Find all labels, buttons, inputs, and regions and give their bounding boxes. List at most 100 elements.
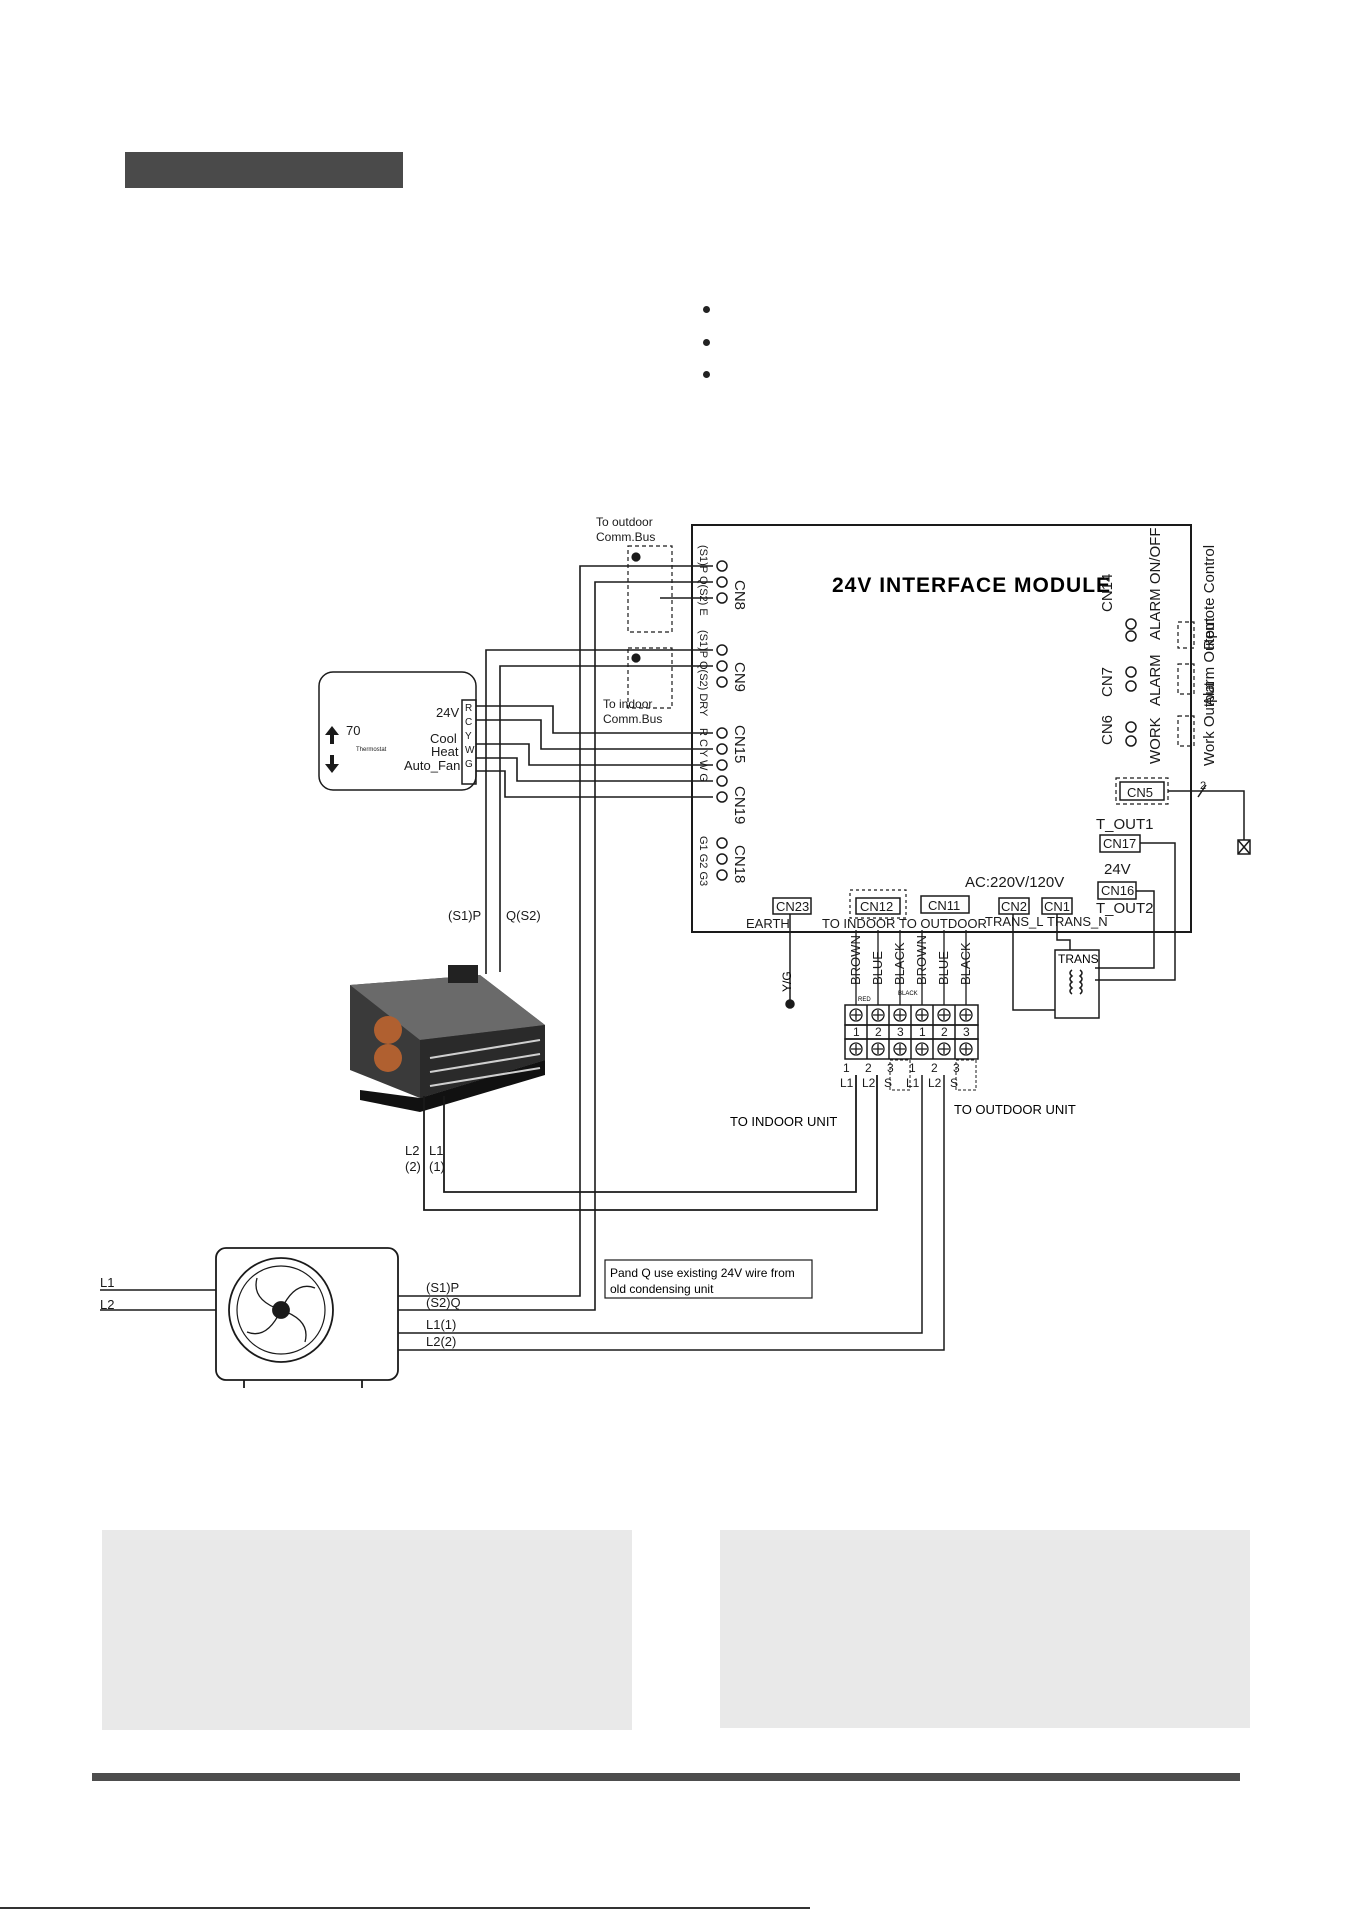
terminal-screw-cross-1-4: [939, 1044, 949, 1054]
thermostat-terminal-r: R: [465, 703, 472, 714]
sensor-icon: [1237, 839, 1251, 855]
bus-to-indoor-label-2: Comm.Bus: [603, 712, 662, 726]
alarm-output-label: Alarm Output: [1201, 617, 1218, 706]
terminal-bottom-name-4: L2: [928, 1076, 942, 1090]
note-line-1: Pand Q use existing 24V wire from: [610, 1266, 795, 1280]
terminal-screw-1-3: [915, 1042, 929, 1056]
transformer-box: [1054, 949, 1100, 1019]
terminal-screw-0-4: [937, 1008, 951, 1022]
terminal-number-0: 1: [853, 1025, 860, 1039]
indoor-l1-label: L1: [429, 1143, 443, 1158]
bullet-1: [703, 306, 710, 313]
cn19-label: CN19: [731, 786, 748, 824]
t-out1-label: T_OUT1: [1096, 816, 1154, 833]
terminal-screw-1-1: [871, 1042, 885, 1056]
terminal-bottom-num-3: 1: [909, 1061, 916, 1075]
indoor-bus-relay: [627, 647, 673, 709]
terminal-screw-cross-1-3: [917, 1044, 927, 1054]
outdoor-unit-image: [215, 1247, 399, 1388]
terminal-bottom-name-0: L1: [840, 1076, 854, 1090]
note-box: [604, 1259, 813, 1299]
terminal-bottom-name-1: L2: [862, 1076, 876, 1090]
terminal-screw-0-1: [871, 1008, 885, 1022]
t-out2-label: T_OUT2: [1096, 900, 1154, 917]
cn9-pins-label: (S1)P Q(S2) DRY: [697, 630, 709, 717]
cn16-label: CN16: [1101, 883, 1134, 898]
outdoor-terminal-0: (S1)P: [426, 1280, 459, 1295]
note-panel-right: [720, 1530, 1250, 1728]
terminal-screw-1-4: [937, 1042, 951, 1056]
bottom-rule: [0, 1907, 810, 1909]
cn12-label: CN12: [860, 899, 893, 914]
to-outdoor-label: TO OUTDOOR: [899, 916, 987, 931]
note-line-2: old condensing unit: [610, 1282, 714, 1296]
cn5-wire-count: 2: [1200, 780, 1206, 792]
earth-label: EARTH: [746, 916, 790, 931]
ac-voltage-label: AC:220V/120V: [965, 874, 1064, 891]
cn15-label: CN15: [731, 725, 748, 763]
terminal-screw-cross-0-3: [917, 1010, 927, 1020]
thermostat-value: 70: [346, 723, 360, 738]
terminal-tag-red: RED: [858, 997, 871, 1003]
terminal-screw-1-0: [849, 1042, 863, 1056]
terminal-screw-cross-0-1: [873, 1010, 883, 1020]
interface-module-board: [691, 524, 1192, 933]
thermostat-heat: Heat: [431, 744, 459, 759]
terminal-screw-cross-1-1: [873, 1044, 883, 1054]
cn2-box: [998, 897, 1030, 915]
terminal-number-2: 3: [897, 1025, 904, 1039]
terminal-screw-0-2: [893, 1008, 907, 1022]
terminal-screw-0-0: [849, 1008, 863, 1022]
earth-ground-icon: [785, 999, 795, 1009]
terminal-screw-1-2: [893, 1042, 907, 1056]
terminal-screw-cross-0-4: [939, 1010, 949, 1020]
thermostat-auto-fan: Auto_Fan: [404, 758, 460, 773]
thermostat-terminal-w: W: [465, 745, 475, 756]
outdoor-bus-relay: [627, 545, 673, 633]
to-outdoor-unit-label: TO OUTDOOR UNIT: [954, 1102, 1076, 1117]
alarm-onoff-label: ALARM ON/OFF: [1147, 527, 1164, 640]
bus-to-outdoor-label-2: Comm.Bus: [596, 530, 655, 544]
thermostat-terminal-c: C: [465, 717, 472, 728]
cn2-label: CN2: [1001, 899, 1027, 914]
terminal-bottom-num-1: 2: [865, 1061, 872, 1075]
terminal-screw-cross-0-2: [895, 1010, 905, 1020]
work-output-label: Work Output: [1201, 681, 1218, 766]
v24-label: 24V: [1104, 861, 1131, 878]
terminal-screw-cross-0-5: [961, 1010, 971, 1020]
terminal-number-3: 1: [919, 1025, 926, 1039]
cn6-label: CN6: [1099, 715, 1116, 745]
indoor-s1p-label: (S1)P: [448, 908, 481, 923]
thermostat-terminal-y: Y: [465, 731, 472, 742]
cn18-label: CN18: [731, 845, 748, 883]
cn18-pins-label: G1 G2 G3: [697, 836, 709, 886]
cn15-pins-label: R C Y W G: [697, 728, 709, 782]
indoor-l1n-label: (1): [429, 1159, 445, 1174]
yg-label: Y/G: [780, 971, 794, 992]
terminal-bottom-num-0: 1: [843, 1061, 850, 1075]
cn14-label: CN14: [1099, 574, 1116, 612]
terminal-screw-1-5: [959, 1042, 973, 1056]
thermostat-cool: Cool: [430, 731, 457, 746]
cn8-terminals: [716, 560, 728, 881]
cn17-label: CN17: [1103, 836, 1136, 851]
trans-n-label: TRANS_N: [1047, 914, 1108, 929]
terminal-bottom-num-4: 2: [931, 1061, 938, 1075]
terminal-number-4: 2: [941, 1025, 948, 1039]
cn8-label: CN8: [731, 580, 748, 610]
cn9-label: CN9: [731, 662, 748, 692]
thermostat-terminal-strip: [461, 699, 477, 785]
outdoor-terminal-1: (S2)Q: [426, 1295, 461, 1310]
footer-rule: [92, 1773, 1240, 1781]
bullet-2: [703, 339, 710, 346]
thermostat-24v: 24V: [436, 705, 459, 720]
cn23-label: CN23: [776, 899, 809, 914]
terminal-screw-cross-1-0: [851, 1044, 861, 1054]
remote-control-label: Remote Control: [1201, 545, 1218, 650]
cn11-label: CN11: [928, 898, 960, 913]
supply-l1-label: L1: [100, 1275, 114, 1290]
to-indoor-unit-label: TO INDOOR UNIT: [730, 1114, 837, 1129]
outdoor-terminal-3: L2(2): [426, 1334, 456, 1349]
terminal-bottom-name-2: S: [884, 1076, 892, 1090]
